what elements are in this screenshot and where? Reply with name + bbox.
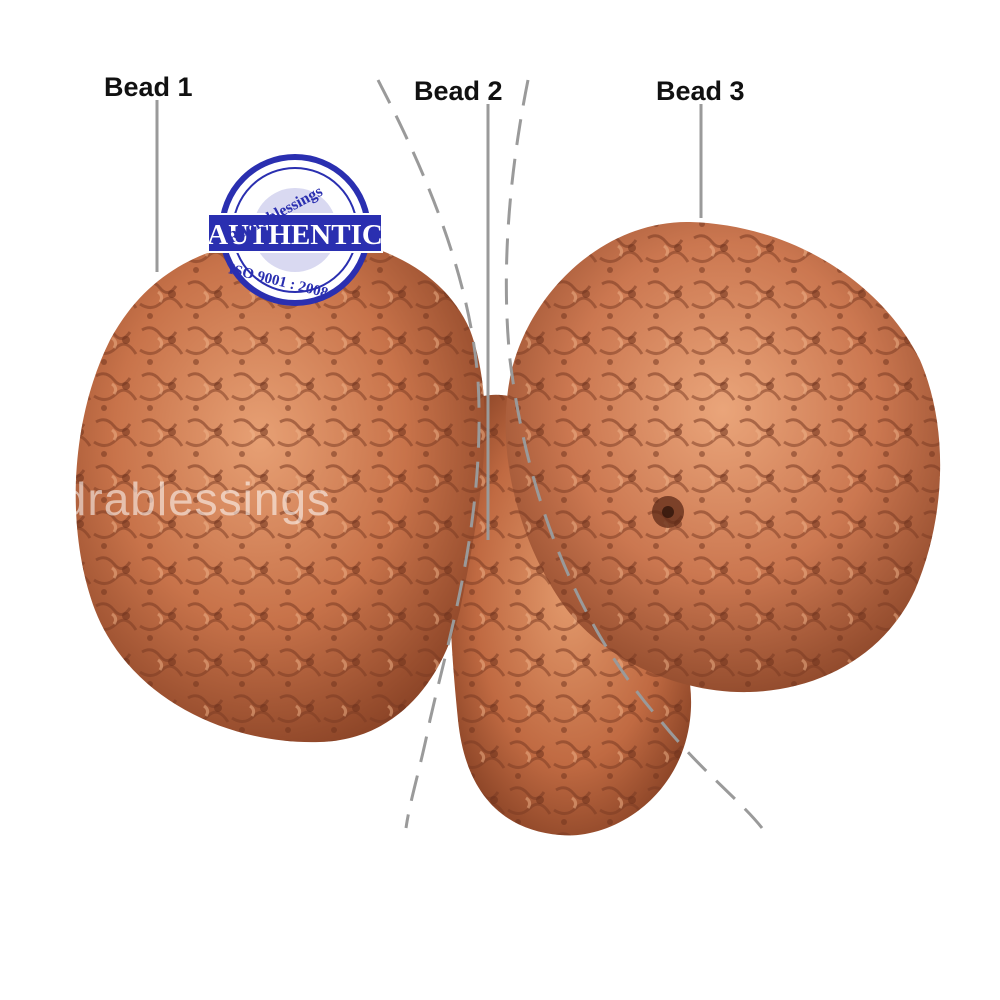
brand-watermark: Rudrablessings bbox=[0, 473, 332, 525]
bead-divider-lines bbox=[376, 79, 764, 829]
badge-main-text: AUTHENTIC bbox=[207, 219, 383, 251]
bead-2 bbox=[449, 394, 692, 836]
bead-1-label: Bead 1 bbox=[104, 72, 193, 102]
leader-lines bbox=[155, 100, 703, 540]
bead-1 bbox=[75, 236, 485, 743]
bead-3-label: Bead 3 bbox=[656, 76, 745, 106]
bead-2-label: Bead 2 bbox=[414, 76, 503, 106]
authentic-badge: AUTHENTIC Rudrablessings ISO 9001 : 2008 bbox=[207, 154, 383, 306]
bead-3 bbox=[505, 221, 941, 693]
